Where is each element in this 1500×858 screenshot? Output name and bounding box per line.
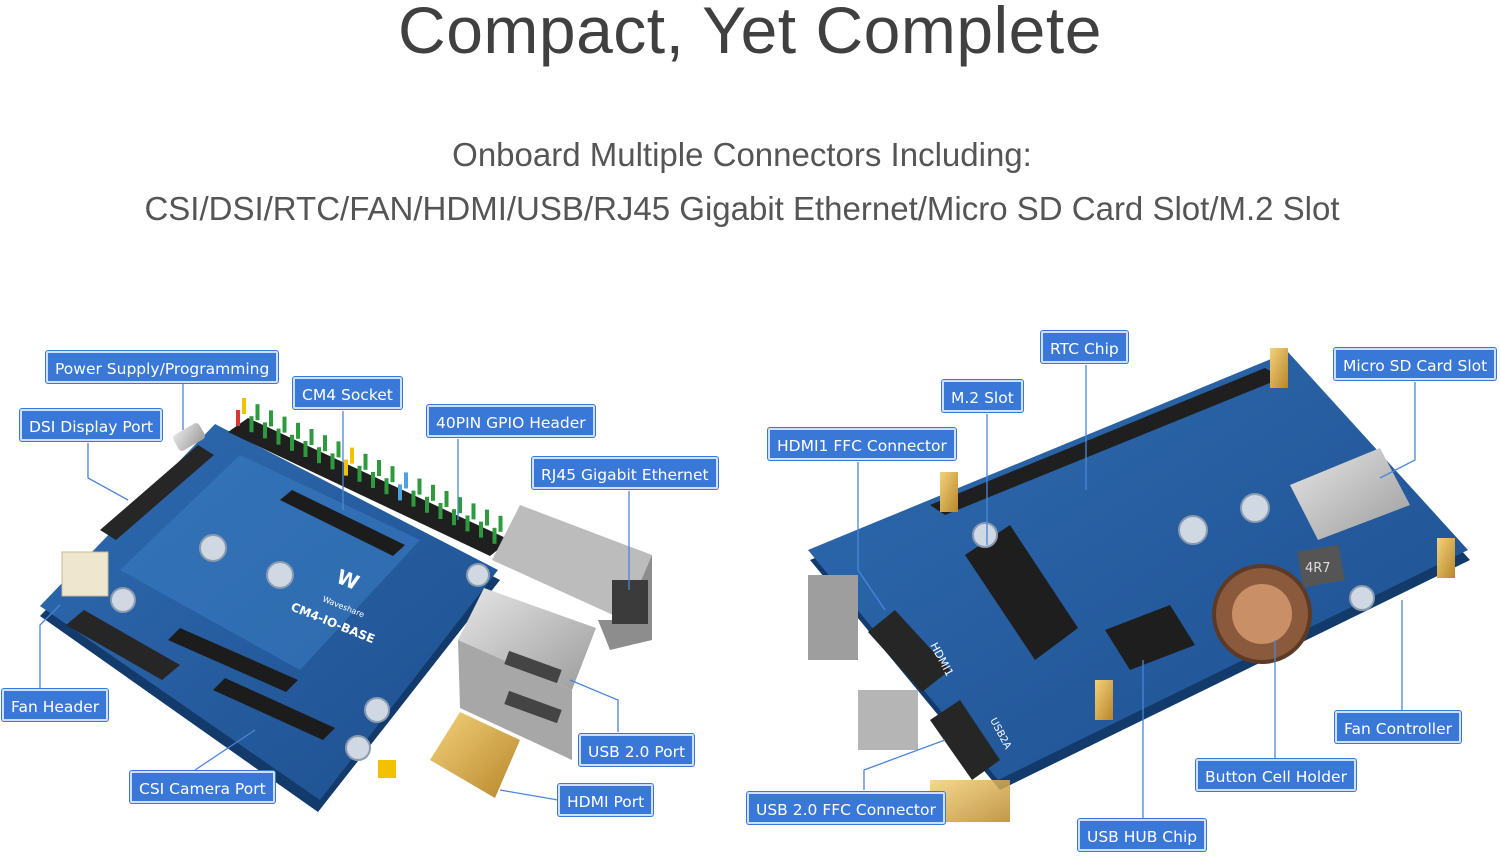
mounting-hole-icon bbox=[199, 534, 227, 562]
gpio-pin bbox=[458, 497, 462, 514]
label-power-supply-programming: Power Supply/Programming bbox=[46, 351, 279, 383]
mounting-hole-icon bbox=[1349, 585, 1375, 611]
gpio-pin bbox=[438, 503, 443, 519]
subtitle-line-2: CSI/DSI/RTC/FAN/HDMI/USB/RJ45 Gigabit Et… bbox=[144, 190, 1340, 227]
gpio-pin bbox=[282, 416, 287, 433]
label-csi-camera-port: CSI Camera Port bbox=[130, 771, 275, 803]
gpio-pin bbox=[498, 515, 503, 532]
label-button-cell-holder: Button Cell Holder bbox=[1196, 759, 1356, 791]
gpio-pin bbox=[485, 509, 489, 526]
label-hdmi1-ffc-connector: HDMI1 FFC Connector bbox=[768, 428, 956, 460]
subtitle-line-1: Onboard Multiple Connectors Including: bbox=[452, 136, 1032, 173]
gpio-pin bbox=[377, 460, 381, 476]
mounting-hole-icon bbox=[345, 735, 371, 761]
mounting-hole-icon bbox=[110, 587, 136, 613]
gpio-pin bbox=[492, 527, 497, 544]
gpio-pin bbox=[336, 441, 341, 458]
label-cm4-socket: CM4 Socket bbox=[293, 377, 402, 409]
gpio-pin bbox=[242, 398, 246, 414]
gpio-pin bbox=[425, 496, 429, 513]
mounting-hole-icon bbox=[1240, 493, 1270, 523]
inductor-text: 4R7 bbox=[1305, 561, 1331, 576]
label-fan-controller: Fan Controller bbox=[1335, 711, 1461, 743]
gpio-pin bbox=[255, 404, 260, 421]
gpio-pin bbox=[290, 434, 294, 451]
label-usb-hub-chip: USB HUB Chip bbox=[1078, 819, 1207, 851]
gpio-pin bbox=[479, 521, 483, 538]
gpio-pin bbox=[350, 447, 354, 464]
label-m2-slot: M.2 Slot bbox=[942, 380, 1023, 412]
label-rj45-gigabit-ethernet: RJ45 Gigabit Ethernet bbox=[532, 457, 718, 489]
gpio-pin bbox=[330, 453, 335, 470]
label-40pin-gpio-header: 40PIN GPIO Header bbox=[427, 405, 595, 437]
gpio-pin bbox=[296, 422, 300, 439]
cm4-io-base-board: W Waveshare CM4-IO-BASE bbox=[40, 398, 652, 812]
gpio-pin bbox=[390, 466, 395, 483]
label-usb-2-0-ffc-connector: USB 2.0 FFC Connector bbox=[747, 792, 945, 824]
gpio-pin bbox=[317, 447, 321, 464]
mounting-hole-icon bbox=[266, 561, 294, 589]
gpio-pin bbox=[309, 429, 314, 445]
label-usb-2-0-port: USB 2.0 Port bbox=[579, 734, 695, 766]
gpio-pin bbox=[371, 472, 375, 488]
cm4-io-base-bottom-board: 4R7 HDMI1 USB2A bbox=[808, 348, 1470, 822]
gpio-pin bbox=[465, 515, 470, 532]
gpio-pin bbox=[303, 441, 308, 457]
gpio-pin bbox=[249, 416, 254, 433]
label-hdmi-port: HDMI Port bbox=[558, 784, 654, 816]
gpio-pin bbox=[411, 490, 416, 507]
mounting-hole-icon bbox=[364, 697, 390, 723]
mounting-hole-icon bbox=[466, 563, 490, 587]
gpio-pin bbox=[431, 484, 435, 501]
mounting-hole-icon bbox=[1178, 515, 1208, 545]
gpio-pin bbox=[269, 410, 273, 427]
gpio-pin bbox=[417, 478, 422, 495]
gpio-pin bbox=[404, 472, 408, 489]
gpio-pin bbox=[236, 410, 240, 426]
label-fan-header: Fan Header bbox=[2, 689, 109, 721]
label-dsi-display-port: DSI Display Port bbox=[20, 409, 163, 441]
gpio-pin bbox=[384, 478, 389, 495]
gpio-pin bbox=[471, 503, 476, 520]
gpio-pin bbox=[276, 428, 281, 445]
label-micro-sd-card-slot: Micro SD Card Slot bbox=[1334, 348, 1497, 380]
gpio-pin bbox=[452, 509, 456, 526]
gpio-pin bbox=[444, 491, 449, 507]
gpio-pin bbox=[344, 459, 348, 476]
label-rtc-chip: RTC Chip bbox=[1041, 331, 1128, 363]
page-title: Compact, Yet Complete bbox=[398, 0, 1102, 67]
gpio-pin bbox=[398, 484, 402, 501]
gpio-pin bbox=[357, 465, 362, 482]
gpio-pin bbox=[363, 453, 368, 470]
mounting-hole-icon bbox=[972, 522, 998, 548]
gpio-pin bbox=[323, 435, 327, 452]
gpio-pin bbox=[263, 422, 267, 439]
